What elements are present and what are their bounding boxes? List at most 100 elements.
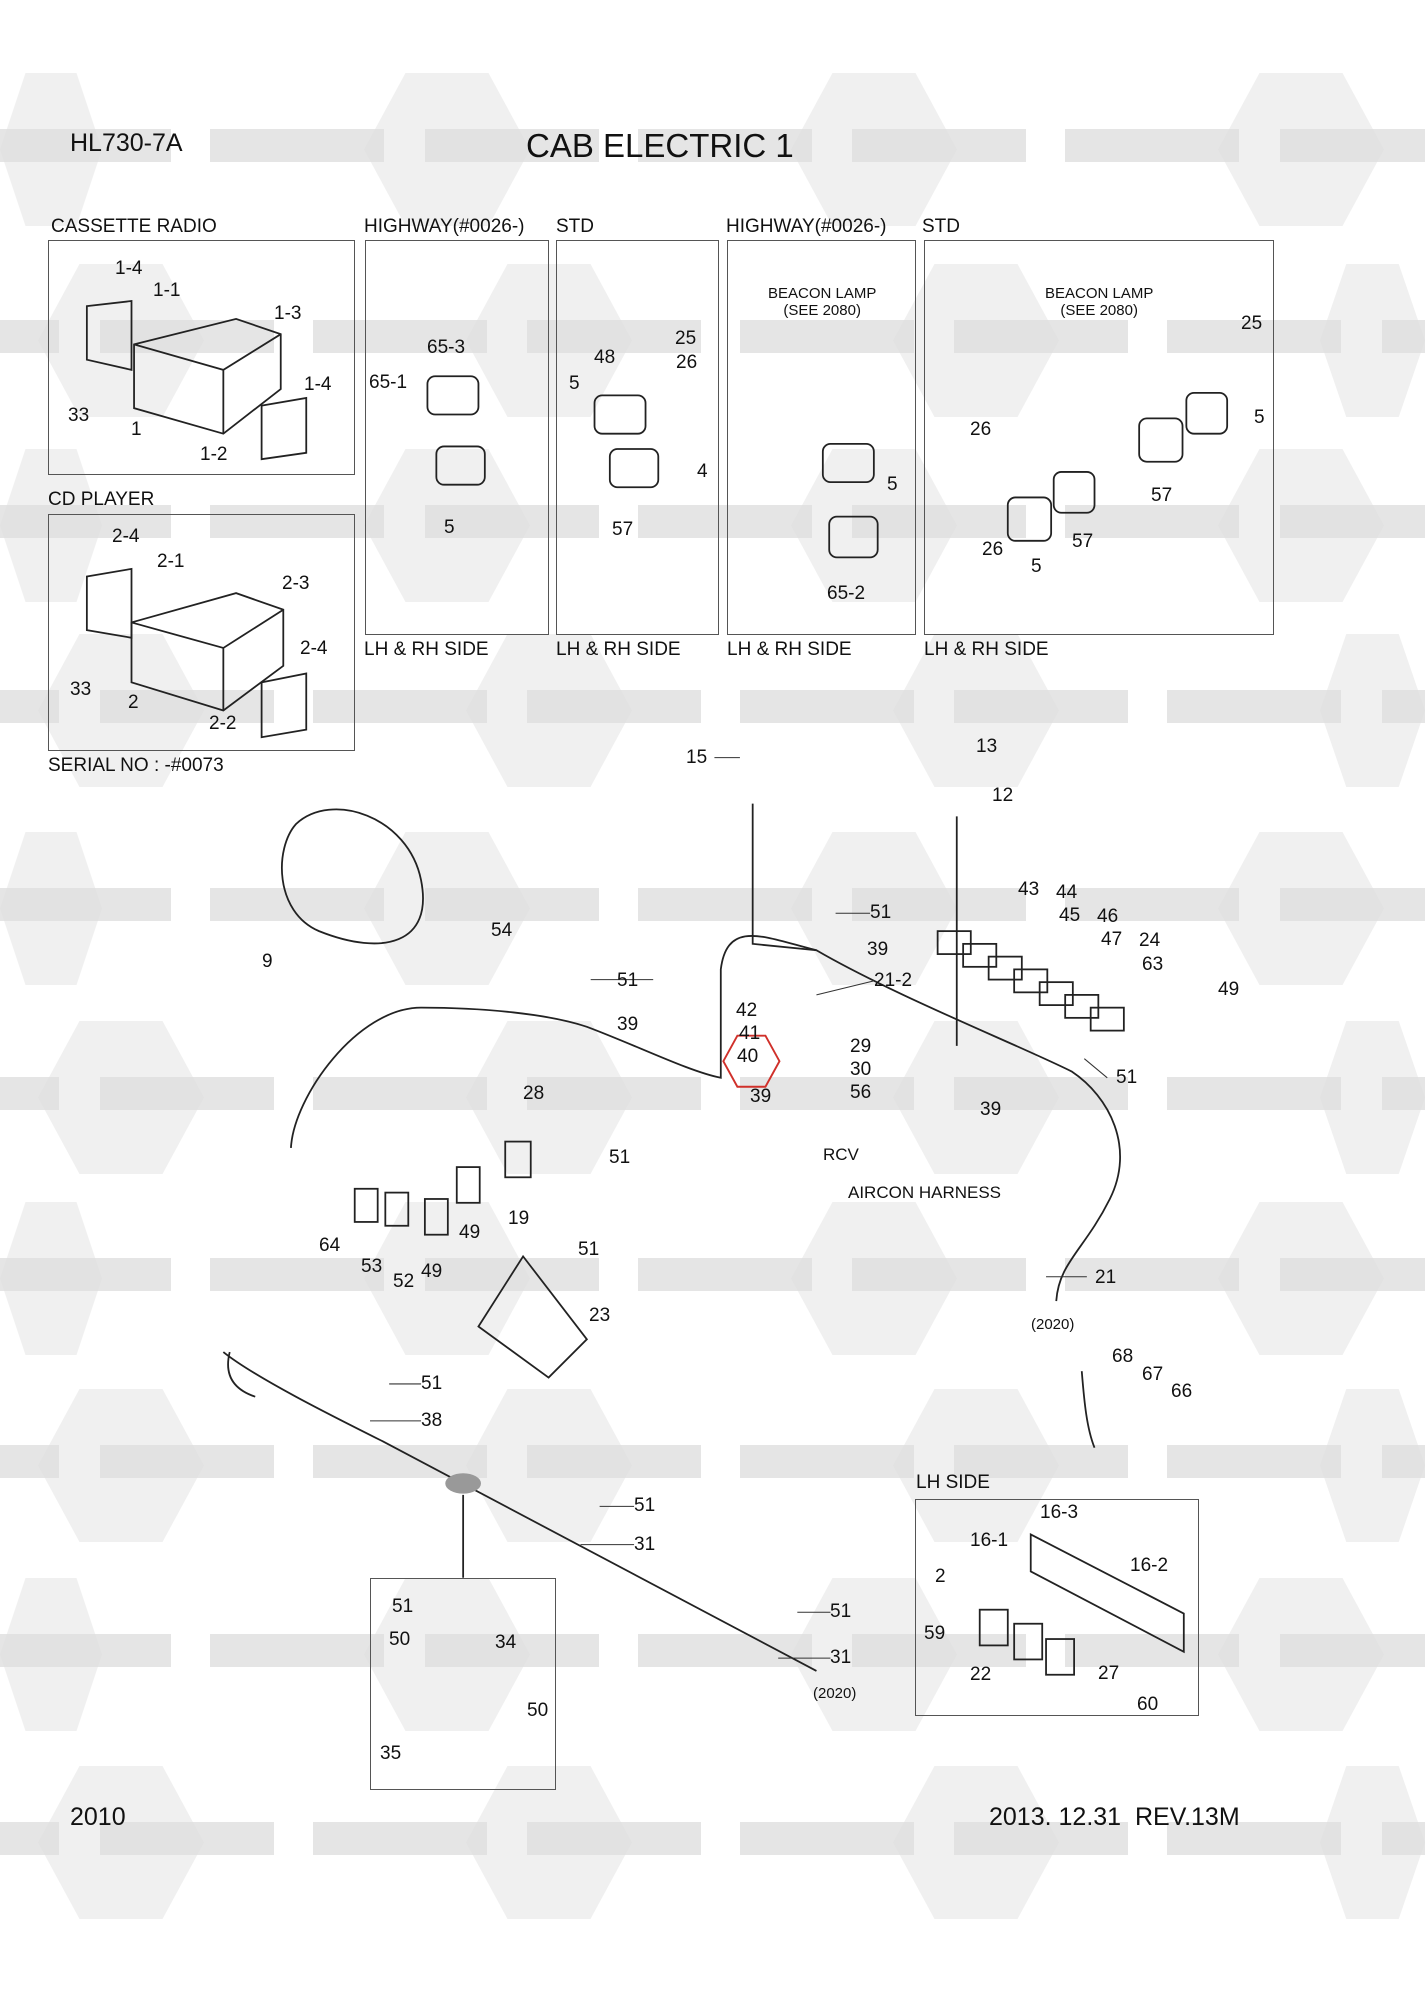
watermark-compart <box>852 505 1026 538</box>
watermark-compart <box>100 690 274 723</box>
watermark-kompart <box>210 129 384 162</box>
watermark-compart <box>1280 505 1425 538</box>
watermark-compart <box>0 888 171 921</box>
part-callout-2-4: 2-4 <box>112 526 140 547</box>
std-lamp-box-1 <box>556 240 719 635</box>
part-callout-48: 48 <box>594 347 616 368</box>
part-callout-12: 12 <box>992 785 1014 806</box>
watermark-kompart <box>0 690 59 723</box>
part-callout-2: 2 <box>128 692 139 713</box>
part-callout-53: 53 <box>361 1256 383 1277</box>
part-callout-59: 59 <box>924 1623 946 1644</box>
watermark-kompart <box>210 505 384 538</box>
cassette-radio-box <box>48 240 355 475</box>
section-highway-2: HIGHWAY(#0026-) <box>726 216 887 237</box>
ref-2020-b: (2020) <box>813 1685 857 1702</box>
watermark-compart <box>100 320 274 353</box>
part-callout-2-4: 2-4 <box>300 638 328 659</box>
watermark-compart <box>100 1822 274 1855</box>
part-callout-33: 33 <box>68 405 90 426</box>
watermark-kompart <box>740 320 914 353</box>
part-callout-57: 57 <box>612 519 634 540</box>
part-callout-64: 64 <box>319 1235 341 1256</box>
rocker-switches <box>936 930 1125 1032</box>
part-callout-26: 26 <box>970 419 992 440</box>
part-callout-1-4: 1-4 <box>115 258 143 279</box>
watermark-compart <box>954 1077 1128 1110</box>
part-callout-26: 26 <box>982 539 1004 560</box>
watermark-kompart <box>1167 320 1341 353</box>
part-callout-1-4: 1-4 <box>304 374 332 395</box>
page-number: 2010 <box>70 1803 126 1831</box>
part-callout-5: 5 <box>569 373 580 394</box>
part-callout-45: 45 <box>1059 905 1081 926</box>
cd-player-unit <box>130 592 285 712</box>
part-callout-46: 46 <box>1097 906 1119 927</box>
part-callout-30: 30 <box>850 1059 872 1080</box>
part-callout-54: 54 <box>491 920 513 941</box>
section-std-2: STD <box>922 216 960 237</box>
part-callout-68: 68 <box>1112 1346 1134 1367</box>
watermark-compart <box>527 690 701 723</box>
part-callout-49: 49 <box>459 1222 481 1243</box>
part-callout-51: 51 <box>870 902 892 923</box>
part-callout-31: 31 <box>830 1647 852 1668</box>
part-callout-65-3: 65-3 <box>427 337 466 358</box>
highway-lamp-box-2 <box>727 240 916 635</box>
watermark-compart <box>1280 1634 1425 1667</box>
part-callout-2: 2 <box>935 1566 946 1587</box>
part-callout-67: 67 <box>1142 1364 1164 1385</box>
part-callout-51: 51 <box>392 1596 414 1617</box>
highlight-hexagon <box>722 1034 781 1088</box>
watermark-compart <box>852 1634 1026 1667</box>
part-callout-60: 60 <box>1137 1694 1159 1715</box>
watermark-kompart <box>0 320 59 353</box>
part-callout-21-2: 21-2 <box>874 970 913 991</box>
watermark-kompart <box>740 1822 914 1855</box>
watermark-kompart <box>1167 1822 1341 1855</box>
watermark-compart <box>852 1258 1026 1291</box>
part-callout-15: 15 <box>686 747 708 768</box>
watermark-compart <box>954 1445 1128 1478</box>
part-callout-25: 25 <box>1241 313 1263 334</box>
part-callout-51: 51 <box>421 1373 443 1394</box>
clamp-detail-box <box>370 1578 556 1790</box>
lh-side-box <box>915 1499 1199 1716</box>
part-callout-50: 50 <box>389 1629 411 1650</box>
part-callout-51: 51 <box>617 970 639 991</box>
bracket-right <box>260 396 308 461</box>
part-callout-1-2: 1-2 <box>200 444 228 465</box>
part-callout-2-3: 2-3 <box>282 573 310 594</box>
watermark-kompart <box>0 1445 59 1478</box>
part-callout-31: 31 <box>634 1534 656 1555</box>
part-callout-27: 27 <box>1098 1663 1120 1684</box>
section-cassette-radio: CASSETTE RADIO <box>51 216 217 237</box>
part-callout-1-1: 1-1 <box>153 280 181 301</box>
part-callout-23: 23 <box>589 1305 611 1326</box>
watermark-compart <box>1382 1077 1425 1110</box>
beacon-lamp-note-2: BEACON LAMP (SEE 2080) <box>1045 285 1154 319</box>
part-callout-65-1: 65-1 <box>369 372 408 393</box>
watermark-compart <box>425 505 599 538</box>
watermark-compart <box>1382 1822 1425 1855</box>
watermark-compart <box>527 1077 701 1110</box>
part-callout-16-3: 16-3 <box>1040 1502 1079 1523</box>
part-callout-33: 33 <box>70 679 92 700</box>
part-callout-66: 66 <box>1171 1381 1193 1402</box>
watermark-compart <box>954 320 1128 353</box>
watermark-kompart <box>1065 888 1239 921</box>
watermark-kompart <box>313 320 487 353</box>
accelerator-pedal <box>477 1254 589 1379</box>
watermark-compart <box>0 1258 171 1291</box>
part-callout-2-1: 2-1 <box>157 551 185 572</box>
part-callout-51: 51 <box>634 1495 656 1516</box>
watermark-kompart <box>1065 505 1239 538</box>
watermark-compart <box>527 1445 701 1478</box>
part-callout-1: 1 <box>131 419 142 440</box>
watermark-compart <box>1382 320 1425 353</box>
work-lamp <box>426 375 480 416</box>
watermark-compart <box>1382 690 1425 723</box>
watermark-kompart <box>638 888 812 921</box>
serial-number-note: SERIAL NO : -#0073 <box>48 755 224 776</box>
beacon-lamp-note-1: BEACON LAMP (SEE 2080) <box>768 285 877 319</box>
